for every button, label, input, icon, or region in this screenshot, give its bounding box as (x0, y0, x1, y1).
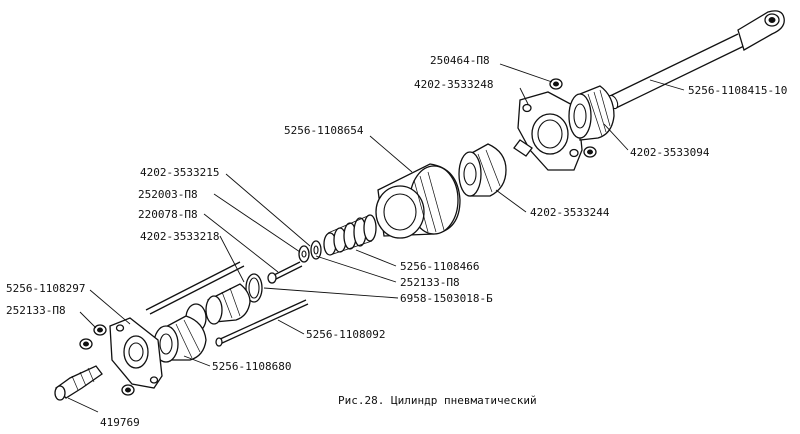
long-stud-5256-1108092-part (215, 299, 309, 347)
figure-caption: Рис.28. Цилиндр пневматический (338, 394, 537, 407)
end-cap-5256-1108680-part (153, 315, 207, 363)
flange-5256-1108297-part (109, 317, 163, 389)
label-252003: 252003-П8 (138, 188, 198, 201)
label-4202-3533248: 4202-3533248 (414, 78, 493, 91)
label-5256-1108680: 5256-1108680 (212, 360, 291, 373)
label-4202-3533094: 4202-3533094 (630, 146, 710, 159)
cylinder-tube-5256-1108654-part (375, 163, 461, 239)
screw-220078-part (267, 261, 303, 284)
nut-flange-part (583, 146, 597, 158)
label-252133-b: 252133-П8 (6, 304, 66, 317)
label-4202-3533244: 4202-3533244 (530, 206, 610, 219)
label-419769: 419769 (100, 416, 140, 429)
seal-ring-6958-part (245, 273, 263, 303)
label-4202-3533218: 4202-3533218 (140, 230, 219, 243)
bushing-4202-3533094-part (568, 85, 615, 141)
label-4202-3533215: 4202-3533215 (140, 166, 219, 179)
label-5256-1108092: 5256-1108092 (306, 328, 385, 341)
piston-4202-3533244-part (458, 143, 507, 197)
nut-250464-part (549, 78, 563, 90)
label-5256-1108415-10: 5256-1108415-10 (688, 84, 787, 97)
long-stud-upper-part (145, 261, 245, 315)
label-252133-a: 252133-П8 (400, 276, 460, 289)
washer-252003-part (298, 240, 322, 263)
leader-lines (67, 63, 685, 413)
spring-5256-1108466-part (323, 214, 377, 256)
nut-252133-lower-part (79, 338, 93, 350)
label-220078: 220078-П8 (138, 208, 198, 221)
nut-252133-upper-part (93, 324, 107, 336)
label-250464: 250464-П8 (430, 54, 490, 67)
fitting-419769-part (54, 365, 103, 401)
label-5256-1108297: 5256-1108297 (6, 282, 85, 295)
label-5256-1108466: 5256-1108466 (400, 260, 479, 273)
flange-4202-3533248-part (513, 91, 583, 171)
label-5256-1108654: 5256-1108654 (284, 124, 364, 137)
nut-bottom-part (121, 384, 135, 396)
label-6958-1503018: 6958-1503018-Б (400, 292, 493, 305)
